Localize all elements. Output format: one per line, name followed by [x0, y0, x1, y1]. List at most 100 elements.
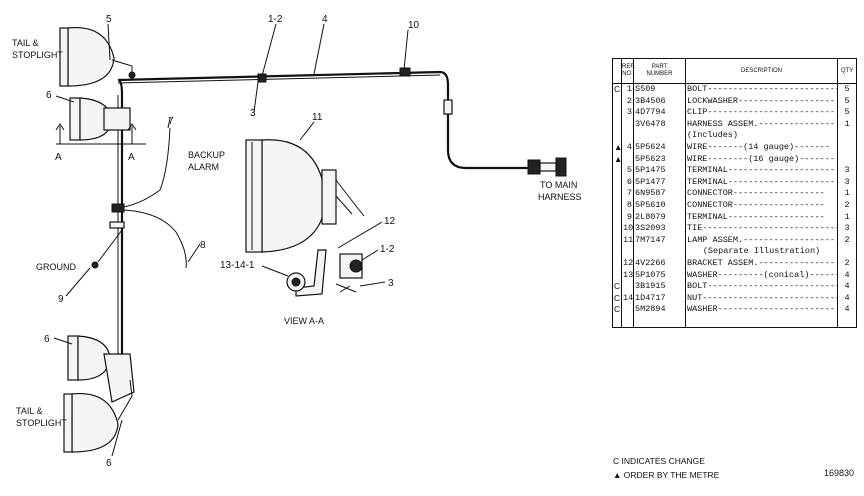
row-ref-number: 7 — [621, 188, 634, 200]
row-description: TERMINAL------------------- — [685, 211, 838, 224]
row-change-mark: C — [612, 292, 622, 305]
row-part-number — [633, 246, 686, 258]
row-description: BOLT-------------------------- — [685, 281, 838, 293]
row-description: (Separate Illustration) — [685, 246, 838, 258]
row-ref-number: 4 — [621, 141, 634, 154]
lower-lamp-6 — [67, 335, 135, 403]
row-part-number — [633, 130, 686, 142]
label-backup-alarm-1: BACKUP — [188, 150, 225, 160]
leader-lines — [53, 23, 409, 457]
row-ref-number: 14 — [621, 292, 634, 305]
row-part-number: 3B1915 — [633, 281, 686, 293]
row-quantity: 4 — [837, 304, 857, 316]
figure-number: 169830 — [824, 468, 855, 478]
row-change-mark: ▲ — [612, 153, 622, 166]
row-change-mark: ▲ — [612, 141, 622, 154]
row-quantity: 5 — [837, 95, 857, 108]
row-change-mark — [612, 234, 622, 247]
header-change — [612, 58, 622, 84]
row-part-number: 7M7147 — [633, 234, 686, 247]
filler-cell — [685, 315, 838, 328]
row-description: TERMINAL--------------------- — [685, 176, 838, 189]
row-change-mark — [612, 223, 622, 235]
row-part-number: 4V2266 — [633, 257, 686, 270]
row-ref-number — [621, 153, 634, 166]
row-part-number: S509 — [633, 83, 686, 96]
row-description: LAMP ASSEM.------------------ — [685, 234, 838, 247]
row-quantity: 5 — [837, 83, 857, 96]
row-change-mark — [612, 176, 622, 189]
row-part-number: 3B4506 — [633, 95, 686, 108]
row-part-number: 5P1475 — [633, 165, 686, 177]
row-ref-number: 10 — [621, 223, 634, 235]
row-ref-number: 8 — [621, 199, 634, 212]
callout-12: 12 — [384, 216, 396, 227]
row-part-number: 3S2093 — [633, 223, 686, 235]
row-ref-number: 2 — [621, 95, 634, 108]
backup-alarm-wires — [91, 127, 187, 269]
row-quantity: 2 — [837, 257, 857, 270]
row-description: WASHER---------(conical)------ — [685, 269, 838, 282]
header-ref: REF.NO. — [621, 58, 635, 84]
row-ref-number — [621, 281, 634, 293]
filler-cell — [621, 315, 634, 328]
row-quantity: 2 — [837, 199, 857, 212]
row-quantity: 4 — [837, 269, 857, 282]
row-description: WIRE-------(14 gauge)------- — [685, 141, 838, 154]
row-ref-number: 9 — [621, 211, 634, 224]
row-description: CLIP------------------------- — [685, 107, 838, 119]
header-description: DESCRIPTION — [685, 58, 838, 84]
row-ref-number: 1 — [621, 83, 634, 96]
row-change-mark: C — [612, 83, 622, 96]
filler-cell — [612, 315, 622, 328]
callout-6-bottom: 6 — [106, 458, 112, 469]
harness-wire — [117, 67, 567, 360]
row-change-mark — [612, 130, 622, 142]
section-mark-left: A — [55, 152, 62, 163]
row-part-number: 5P5610 — [633, 199, 686, 212]
label-view-aa: VIEW A-A — [284, 316, 324, 326]
row-ref-number: 12 — [621, 257, 634, 270]
label-tail-stoplight-bottom-1: TAIL & — [16, 406, 43, 416]
label-tail-stoplight-bottom-2: STOPLIGHT — [16, 418, 67, 428]
section-mark-right: A — [128, 152, 135, 163]
row-quantity — [837, 130, 857, 142]
label-main-harness-1: TO MAIN — [540, 180, 577, 190]
row-change-mark — [612, 257, 622, 270]
note-metre: ▲ ORDER BY THE METRE — [613, 470, 720, 480]
label-ground: GROUND — [36, 262, 76, 272]
callout-11: 11 — [312, 112, 323, 123]
row-part-number: 5P1477 — [633, 176, 686, 189]
row-change-mark — [612, 95, 622, 108]
filler-cell — [633, 315, 686, 328]
row-description: CONNECTOR------------------ — [685, 188, 838, 200]
row-part-number: 5M2894 — [633, 304, 686, 316]
callout-3-view: 3 — [388, 278, 394, 289]
row-part-number: 4D7794 — [633, 107, 686, 119]
top-stoplight — [59, 26, 136, 87]
callout-10: 10 — [408, 20, 420, 31]
row-description: NUT--------------------------- — [685, 292, 838, 305]
header-qty: QTY — [837, 58, 857, 84]
bottom-stoplight — [63, 379, 133, 453]
row-change-mark — [612, 211, 622, 224]
callout-9: 9 — [58, 294, 64, 305]
row-change-mark — [612, 269, 622, 282]
row-quantity: 1 — [837, 211, 857, 224]
row-part-number: 5P1075 — [633, 269, 686, 282]
row-part-number: 5P5624 — [633, 141, 686, 154]
view-aa-lamp — [245, 139, 365, 297]
row-change-mark — [612, 118, 622, 131]
